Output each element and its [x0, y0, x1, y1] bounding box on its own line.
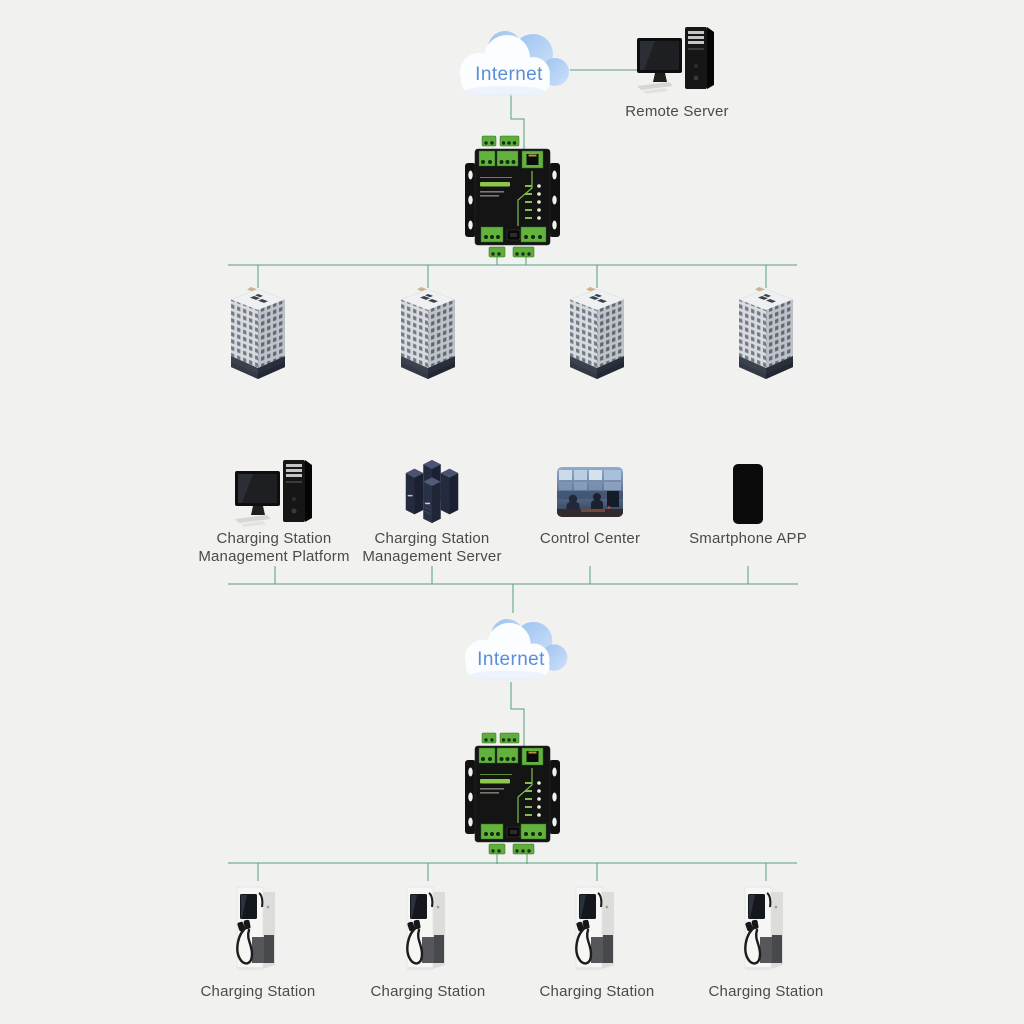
internet-cloud-icon: Internet — [443, 26, 575, 104]
label-line: Smartphone APP — [689, 530, 807, 547]
charging-station-label: Charging Station — [539, 983, 655, 1000]
charging-station-label: Charging Station — [708, 983, 824, 1000]
remote-server-icon — [635, 25, 719, 99]
gateway-device-icon-bottom — [455, 730, 561, 858]
management-server-label: Charging Station Management Server — [327, 530, 537, 567]
charging-station-label: Charging Station — [370, 983, 486, 1000]
internet-cloud-icon: Internet — [449, 611, 573, 691]
smartphone-app-label: Smartphone APP — [643, 530, 853, 548]
internet-label-top: Internet — [475, 64, 543, 85]
management-platform-computer-icon — [233, 458, 317, 532]
building-icon — [394, 286, 462, 382]
label-line: Management Platform — [198, 548, 350, 566]
label-line: Management Server — [362, 548, 502, 566]
ev-charger-icon — [570, 877, 626, 977]
control-room-icon — [557, 467, 623, 517]
label-line: Control Center — [539, 530, 641, 547]
gateway-device-icon-top — [455, 133, 561, 261]
management-platform-label: Charging Station Management Platform — [169, 530, 379, 567]
management-server-rack-icon — [397, 457, 467, 527]
ev-charger-icon — [401, 877, 457, 977]
label-line: Charging Station — [374, 530, 490, 547]
ev-charger-icon — [739, 877, 795, 977]
control-center-label: Control Center — [485, 530, 695, 548]
label-line: Charging Station — [216, 530, 332, 547]
internet-label-bottom: Internet — [477, 649, 545, 670]
building-icon — [563, 286, 631, 382]
charging-station-label: Charging Station — [200, 983, 316, 1000]
building-icon — [732, 286, 800, 382]
smartphone-icon — [733, 464, 763, 524]
ev-charger-icon — [231, 877, 287, 977]
remote-server-label: Remote Server — [625, 103, 729, 120]
building-icon — [224, 286, 292, 382]
